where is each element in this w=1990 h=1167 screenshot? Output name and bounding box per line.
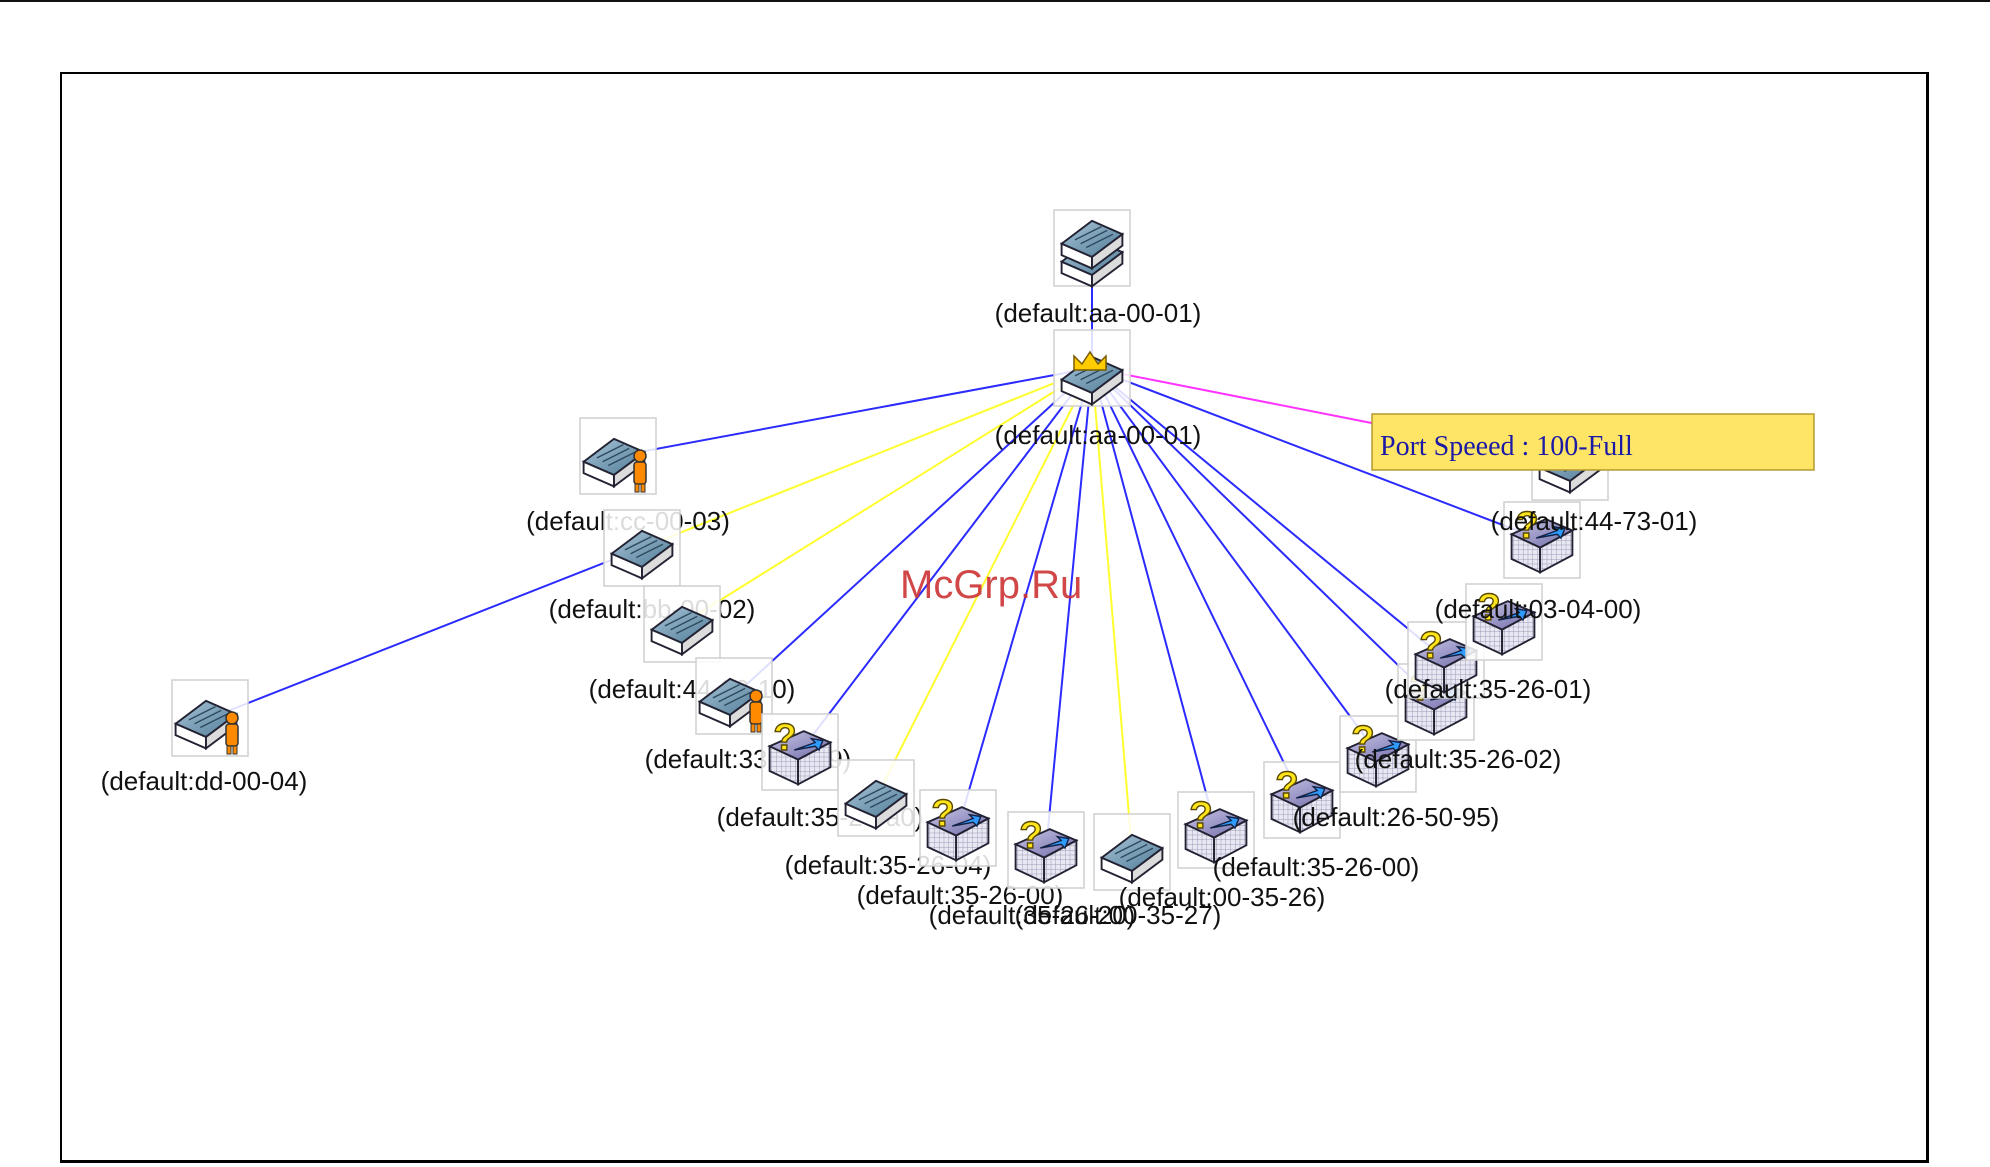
node-label: (default:44-73-01)	[1491, 506, 1698, 536]
links-layer	[209, 248, 1571, 853]
link-n-root-n-bb[interactable]	[641, 367, 1093, 549]
node-3500a[interactable]: (default:35-26-00)	[857, 789, 1064, 910]
link-n-root-n-44[interactable]	[681, 367, 1093, 625]
top-border	[0, 0, 1990, 2]
link-n-root-n-cc[interactable]	[617, 367, 1093, 457]
node-3520[interactable]: (default:35-26-20)	[929, 811, 1136, 930]
node-label: (default:00-35-26)	[1119, 882, 1326, 912]
link-n-root-n-3501[interactable]	[1091, 367, 1447, 661]
link-n-root-n-2695[interactable]	[1091, 367, 1379, 755]
node-label: (default:35-26-20)	[929, 900, 1136, 930]
node-label: (default:03-04-00)	[1435, 594, 1642, 624]
node-label: (default:dd-00-04)	[101, 766, 308, 796]
node-root[interactable]: (default:aa-00-01)	[995, 329, 1202, 450]
link-n-root-n-33[interactable]	[733, 367, 1093, 697]
node-3500b[interactable]: (default:35-26-00)	[1213, 761, 1420, 882]
link-n-root-n-3504[interactable]	[875, 367, 1093, 799]
link-n-root-n-3520[interactable]	[1045, 367, 1093, 851]
node-label: (default:aa-00-01)	[995, 298, 1202, 328]
node-3526[interactable]: (default:00-35-26)	[1119, 791, 1326, 912]
link-n-root-n-3526[interactable]	[1091, 367, 1217, 831]
link-n-bb-n-dd[interactable]	[209, 547, 643, 719]
node-dd[interactable]: (default:dd-00-04)	[101, 679, 308, 796]
node-4473[interactable]: (default:44-73-01)	[1491, 501, 1698, 579]
node-label: (default:26-50-95)	[1293, 802, 1500, 832]
watermark-text: McGrp.Ru	[900, 563, 1082, 607]
node-label: (default:00-35-27)	[1015, 900, 1222, 930]
link-n-root-n-3527[interactable]	[1091, 367, 1133, 853]
link-n-root-n-3502[interactable]	[1091, 367, 1437, 703]
link-n-root-n-4473[interactable]	[1091, 367, 1543, 541]
node-label: (default:aa-00-01)	[995, 420, 1202, 450]
link-n-root-n-3500a[interactable]	[957, 367, 1093, 829]
link-n-root-n-3500b[interactable]	[1091, 367, 1303, 801]
link-n-root-n-35a0[interactable]	[799, 367, 1093, 753]
tooltip-text: Port Speeed : 100-Full	[1380, 431, 1633, 462]
topology-frame	[60, 72, 1929, 1163]
node-label: (default:35-26-00)	[1213, 852, 1420, 882]
node-top[interactable]: (default:aa-00-01)	[995, 209, 1202, 328]
node-0304[interactable]: (default:03-04-00)	[1435, 583, 1642, 661]
node-3527[interactable]: (default:00-35-27)	[1015, 813, 1222, 930]
node-label: (default:35-26-01)	[1385, 674, 1592, 704]
port-speed-tooltip: Port Speeed : 100-Full	[1371, 413, 1815, 471]
node-label: (default:35-26-02)	[1355, 744, 1562, 774]
nodes-layer: (default:aa-00-01) (default:aa-00-01) (def…	[101, 209, 1698, 930]
